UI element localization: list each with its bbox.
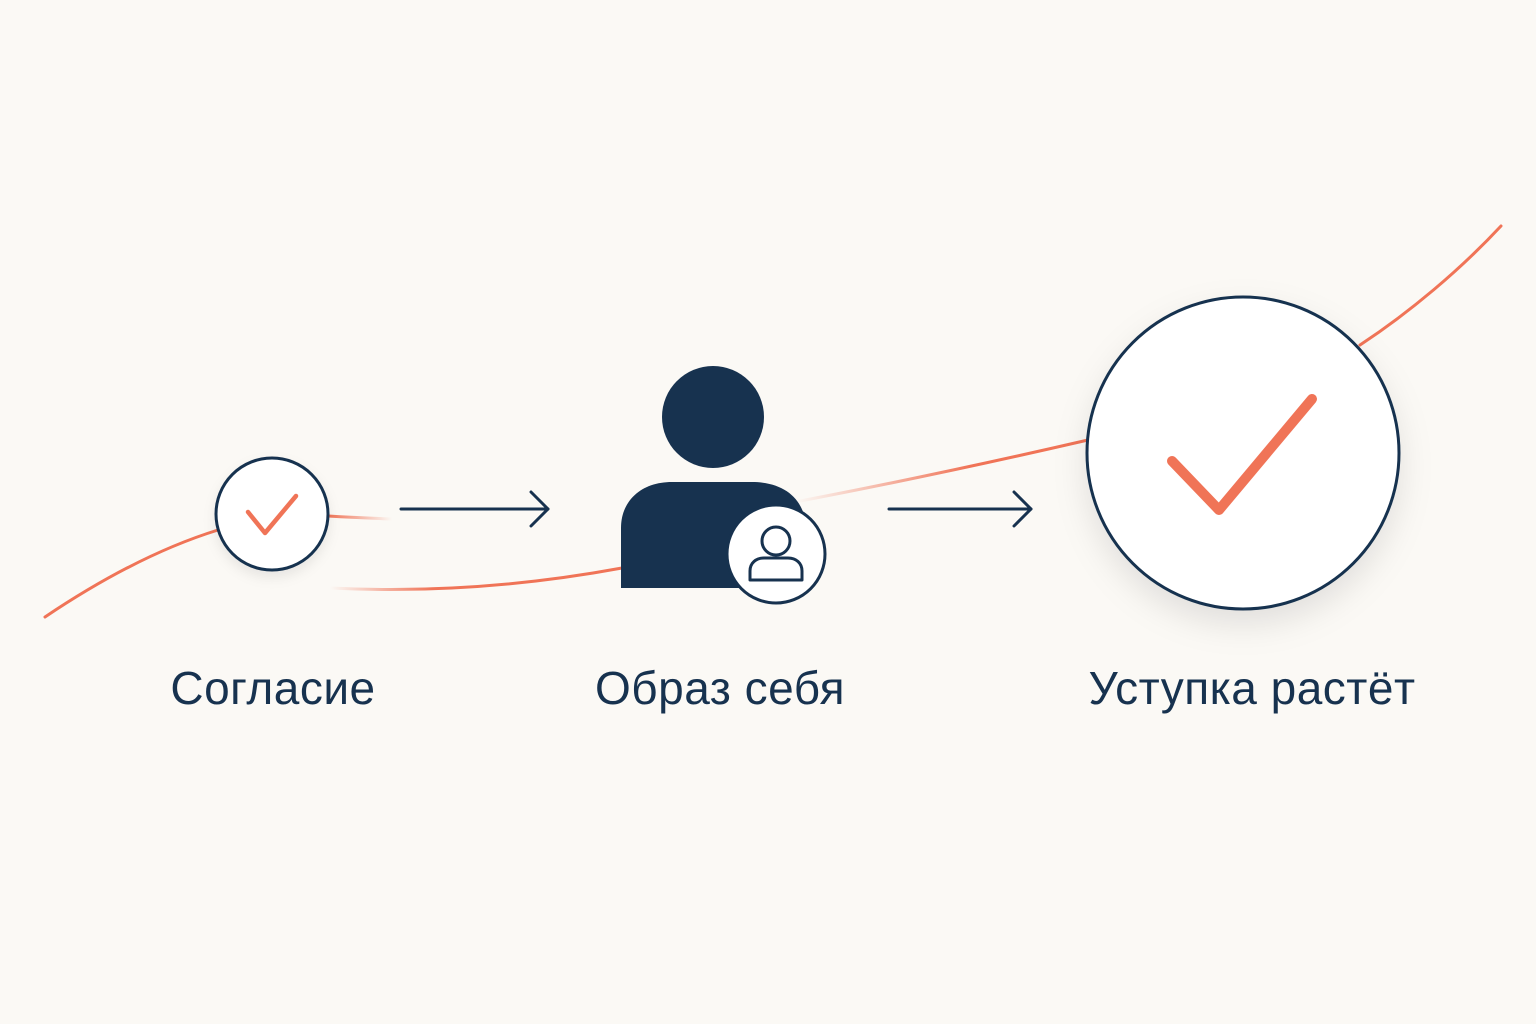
arrow-right-icon	[399, 490, 550, 528]
consent-node	[214, 456, 330, 572]
step-label-self-image: Образ себя	[595, 662, 845, 714]
trend-curve-start	[43, 528, 220, 619]
compliance-grows-node	[1085, 295, 1401, 611]
trend-curve-end	[1358, 224, 1503, 347]
trend-curve	[43, 224, 1503, 619]
compliance-circle	[1085, 295, 1401, 611]
self-image-node	[621, 366, 827, 605]
trend-curve-middle	[793, 438, 1090, 504]
step-label-compliance-grows: Уступка растёт	[1088, 662, 1416, 714]
person-icon-head	[662, 366, 764, 468]
trend-curve-stub	[326, 514, 394, 521]
step-label-consent: Согласие	[170, 662, 376, 714]
person-badge	[725, 503, 827, 605]
consent-circle	[214, 456, 330, 572]
check-icon	[245, 493, 299, 536]
check-icon	[1167, 394, 1317, 515]
person-outline-icon	[748, 525, 804, 582]
trend-curve-lower	[328, 566, 624, 591]
arrow-right-icon	[887, 490, 1033, 528]
